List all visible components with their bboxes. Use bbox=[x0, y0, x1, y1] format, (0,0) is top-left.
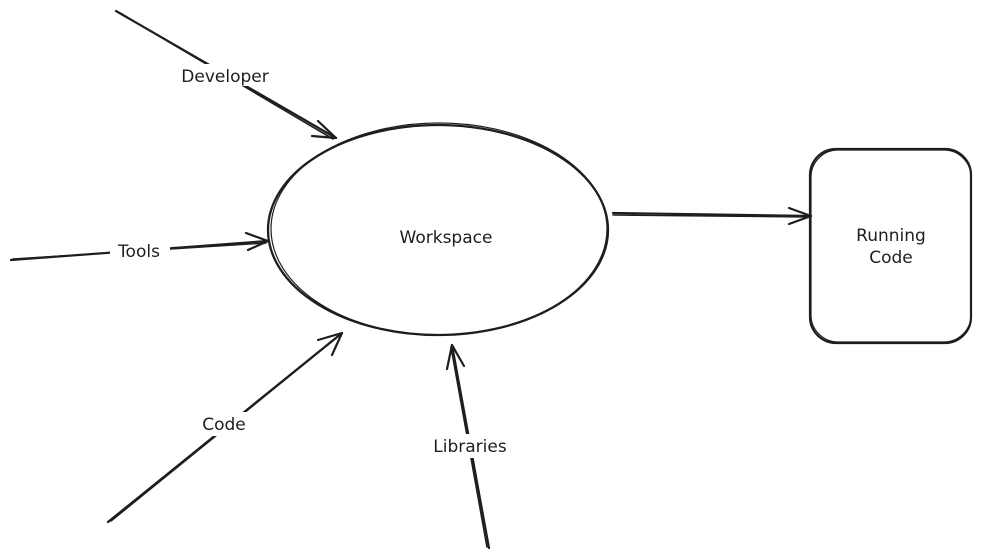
node-running-code[interactable]: Running Code bbox=[808, 147, 973, 345]
edge-developer-label: Developer bbox=[181, 67, 268, 87]
edge-code-label: Code bbox=[202, 415, 246, 435]
node-workspace[interactable]: Workspace bbox=[266, 122, 610, 337]
edge-output-line-sketch bbox=[612, 214, 810, 218]
edge-developer-label-bg bbox=[176, 64, 276, 86]
edge-libraries-label-bg bbox=[424, 434, 518, 458]
node-running-code-label-line2: Code bbox=[869, 248, 913, 268]
edge-code-arrowhead bbox=[316, 331, 344, 357]
node-running-code-label-line1: Running bbox=[856, 226, 926, 246]
edge-code[interactable]: Code bbox=[106, 331, 344, 524]
edge-tools-label: Tools bbox=[117, 242, 160, 262]
edge-tools-label-bg bbox=[110, 240, 170, 262]
edge-libraries[interactable]: Libraries bbox=[424, 343, 518, 550]
edge-tools[interactable]: Tools bbox=[9, 231, 270, 262]
edge-developer[interactable]: Developer bbox=[114, 9, 338, 140]
node-running-code-shape bbox=[808, 147, 973, 345]
node-workspace-shape-sketch bbox=[270, 122, 608, 336]
node-running-code-shape-sketch bbox=[810, 149, 972, 343]
node-workspace-label: Workspace bbox=[400, 228, 493, 248]
edge-workspace-to-running-code[interactable] bbox=[611, 206, 813, 226]
edge-libraries-arrowhead bbox=[445, 343, 466, 371]
edge-code-label-bg bbox=[196, 412, 254, 436]
edge-libraries-label: Libraries bbox=[433, 437, 507, 457]
edge-developer-arrowhead bbox=[310, 119, 338, 140]
edge-output-line bbox=[611, 211, 813, 218]
